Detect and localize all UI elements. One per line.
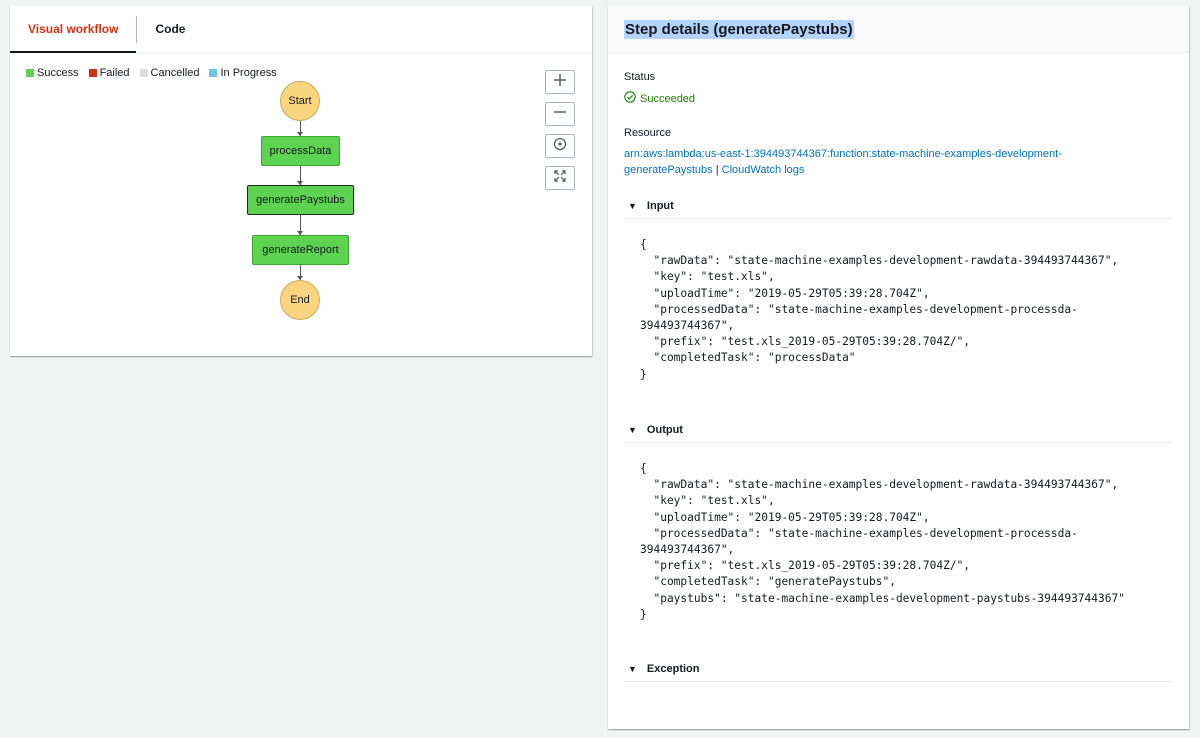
check-circle-icon	[624, 91, 636, 106]
zoom-in-button[interactable]	[545, 70, 575, 94]
step-details-panel: Step details (generatePaystubs) Status S…	[608, 6, 1189, 729]
step-details-header: Step details (generatePaystubs)	[608, 6, 1189, 53]
zoom-in-icon	[553, 73, 567, 92]
task-node-generate-paystubs[interactable]: generatePaystubs	[247, 185, 354, 215]
output-section-title: Output	[646, 423, 683, 436]
workflow-graph: Start processData generatePaystubs gener…	[10, 6, 592, 356]
status-legend: Success Failed Cancelled In Progress	[26, 67, 277, 79]
status-text: Succeeded	[640, 92, 696, 105]
legend-label: Success	[37, 67, 79, 79]
resource-value: arn:aws:lambda:us-east-1:394493744367:fu…	[624, 146, 1164, 178]
failed-swatch	[88, 69, 97, 77]
legend-success: Success	[26, 67, 79, 79]
resource-arn-link[interactable]: arn:aws:lambda:us-east-1:394493744367:fu…	[624, 148, 1062, 176]
status-label: Status	[624, 71, 656, 83]
edge-line	[300, 215, 301, 235]
input-section-title: Input	[646, 199, 674, 212]
output-json: { "rawData": "state-machine-examples-dev…	[640, 462, 1125, 621]
tab-divider	[136, 16, 138, 43]
zoom-out-button[interactable]	[545, 102, 575, 126]
output-section-toggle[interactable]: ▼ Output	[624, 417, 1173, 443]
legend-label: In Progress	[220, 67, 277, 79]
tab-bar: Visual workflow Code	[10, 6, 592, 53]
edge-line	[300, 166, 301, 185]
edge-arrow	[297, 276, 303, 280]
legend-label: Cancelled	[150, 67, 200, 79]
cloudwatch-logs-link[interactable]: CloudWatch logs	[721, 164, 805, 176]
caret-down-icon: ▼	[628, 663, 637, 674]
caret-down-icon: ▼	[628, 424, 637, 435]
legend-failed: Failed	[88, 67, 130, 79]
fit-view-button[interactable]	[545, 166, 575, 190]
center-icon	[553, 137, 567, 156]
resource-label: Resource	[624, 127, 672, 139]
fit-icon	[553, 169, 567, 188]
status-value: Succeeded	[624, 91, 695, 106]
in-progress-swatch	[209, 69, 218, 77]
center-button[interactable]	[545, 134, 575, 158]
edge-arrow	[297, 132, 303, 136]
success-swatch	[26, 69, 34, 77]
input-section-toggle[interactable]: ▼ Input	[624, 193, 1173, 219]
exception-section-toggle[interactable]: ▼ Exception	[624, 656, 1173, 682]
caret-down-icon: ▼	[628, 200, 637, 211]
resource-arn-line1: arn:aws:lambda:us-east-1:394493744367:fu…	[624, 148, 1062, 160]
legend-in-progress: In Progress	[209, 67, 277, 79]
task-node-process-data[interactable]: processData	[261, 136, 340, 166]
edge-line	[300, 121, 301, 136]
tab-code[interactable]: Code	[155, 22, 186, 36]
cancelled-swatch	[139, 69, 148, 77]
start-node[interactable]: Start	[280, 81, 320, 121]
legend-cancelled: Cancelled	[139, 67, 200, 79]
step-details-title: Step details (generatePaystubs)	[624, 19, 854, 39]
zoom-out-icon	[553, 105, 567, 124]
resource-separator: |	[715, 164, 719, 176]
resource-arn-line2: generatePaystubs	[624, 164, 713, 176]
task-node-generate-report[interactable]: generateReport	[252, 235, 349, 265]
tab-visual-workflow[interactable]: Visual workflow	[10, 6, 137, 53]
edge-arrow	[297, 181, 303, 185]
end-node[interactable]: End	[280, 280, 320, 320]
edge-line	[300, 265, 301, 280]
edge-arrow	[297, 231, 303, 235]
legend-label: Failed	[99, 67, 130, 79]
exception-section-title: Exception	[646, 662, 700, 675]
input-json: { "rawData": "state-machine-examples-dev…	[640, 238, 1119, 381]
visual-workflow-panel: Visual workflow Code Success Failed Canc…	[10, 6, 592, 356]
